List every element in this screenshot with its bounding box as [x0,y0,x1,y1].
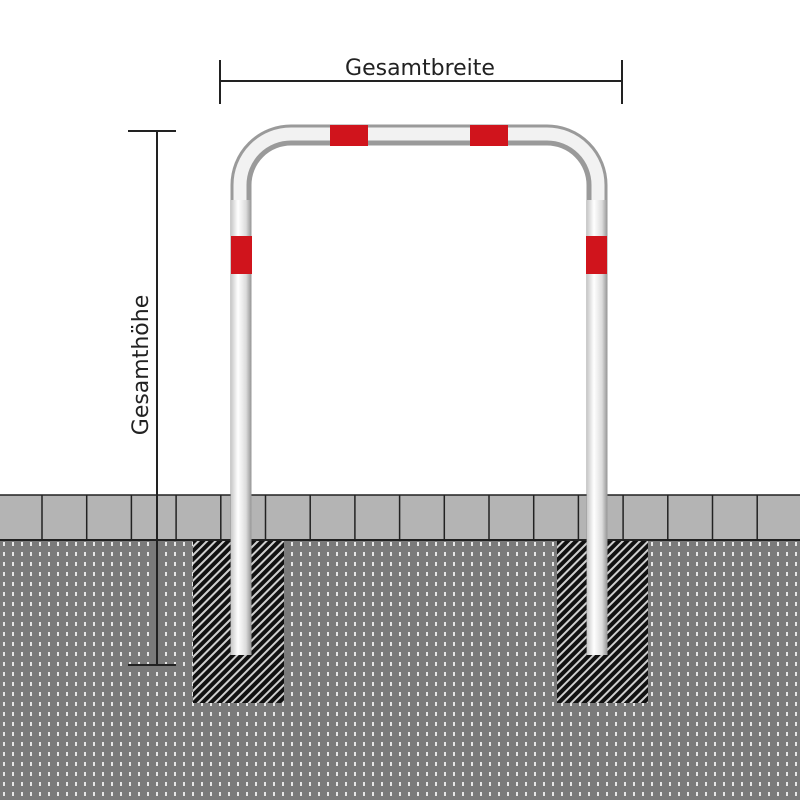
bollard-pipe [230,124,608,655]
stripe [586,236,607,274]
stripe [231,236,252,274]
ground [0,540,800,800]
stripe [470,125,508,146]
stripe [330,125,368,146]
width-dimension [219,60,623,104]
height-label: Gesamthöhe [129,295,154,435]
height-dimension [128,130,176,666]
paving-stones [0,494,800,541]
width-label: Gesamtbreite [345,56,495,81]
